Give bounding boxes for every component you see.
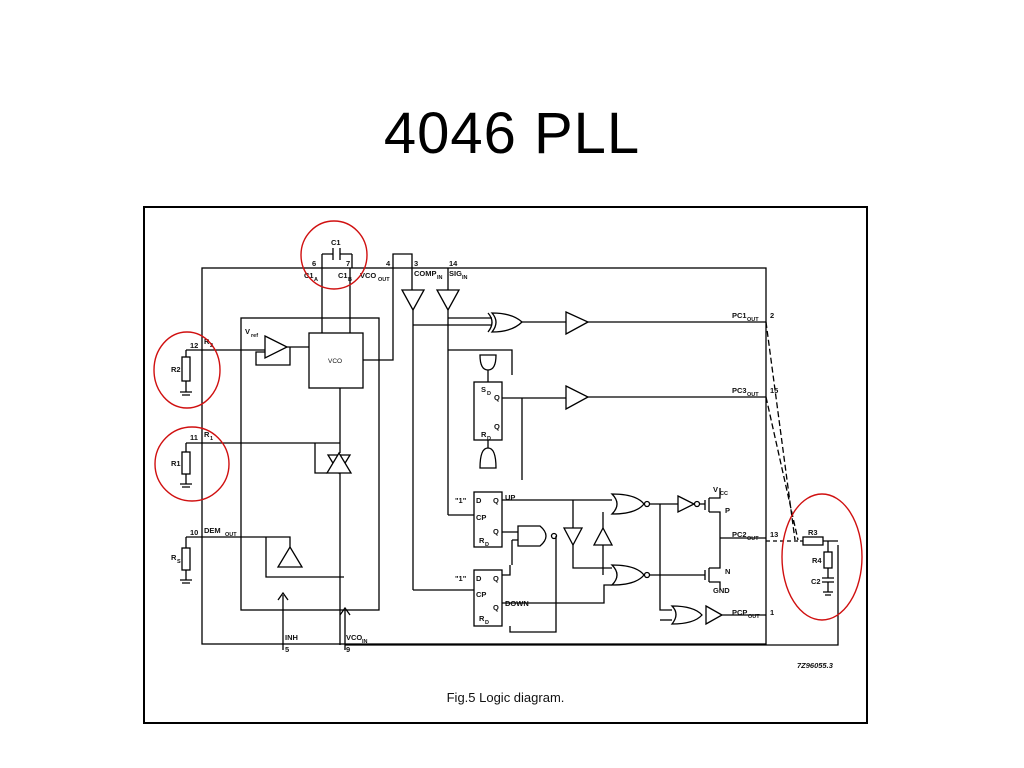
svg-text:SIG: SIG [449,269,462,278]
svg-text:1: 1 [770,608,774,617]
figure-ref: 7Z96055.3 [797,661,834,670]
svg-text:B: B [348,277,352,283]
svg-text:R: R [204,337,210,346]
svg-text:"1": "1" [455,496,467,505]
svg-text:C1: C1 [338,271,348,280]
svg-text:R: R [479,614,485,623]
svg-text:VCO: VCO [328,358,342,365]
svg-text:R: R [481,430,487,439]
package-outline [201,267,767,645]
svg-text:R: R [204,430,210,439]
svg-text:5: 5 [285,645,289,654]
svg-text:D: D [485,620,489,626]
svg-text:OUT: OUT [748,614,760,620]
vco-block: VCO [240,317,380,611]
svg-text:Q: Q [494,422,500,431]
svg-text:15: 15 [770,386,778,395]
svg-text:1: 1 [210,436,213,442]
bottom-pins: INH 5 VCO IN 9 [277,545,839,654]
svg-text:PC1: PC1 [732,311,747,320]
svg-text:OUT: OUT [747,536,759,542]
svg-text:V: V [713,485,718,494]
r2-input: 12 R 2 R2 V ref [171,327,309,396]
r1-input: 11 R 1 R1 [171,388,353,645]
svg-text:OUT: OUT [378,277,390,283]
svg-text:GND: GND [713,586,730,595]
svg-text:P: P [725,506,730,515]
pc3-flipflop: S D Q Q R D PC3 OUT 15 [448,349,778,480]
svg-text:D: D [476,496,482,505]
svg-text:OUT: OUT [225,532,237,538]
svg-text:S: S [177,559,181,565]
svg-text:D: D [487,391,491,397]
svg-text:DEM: DEM [204,526,221,535]
svg-text:N: N [725,567,730,576]
svg-text:11: 11 [190,433,198,442]
svg-text:IN: IN [462,275,468,281]
top-pins: 4 VCO OUT 3 COMP IN 14 SIG IN [360,253,492,590]
svg-text:CP: CP [476,590,486,599]
svg-text:2: 2 [770,311,774,320]
svg-text:Q: Q [493,603,499,612]
svg-text:9: 9 [346,645,350,654]
highlight-circles [153,220,863,621]
svg-text:UP: UP [505,493,515,502]
svg-text:6: 6 [312,259,316,268]
svg-text:S: S [481,385,486,394]
loop-filter: R3 R4 C2 [765,321,838,596]
svg-text:2: 2 [210,343,213,349]
svg-text:13: 13 [770,530,778,539]
svg-text:Q: Q [493,527,499,536]
svg-text:D: D [485,542,489,548]
svg-text:14: 14 [449,259,458,268]
c1-capacitor: C1 6 7 C1 A C1 B [304,238,353,333]
svg-text:V: V [245,327,250,336]
svg-text:CP: CP [476,513,486,522]
svg-text:3: 3 [414,259,418,268]
svg-text:R1: R1 [171,459,181,468]
slide-title: 4046 PLL [383,101,641,166]
svg-text:R4: R4 [812,556,822,565]
svg-text:CC: CC [720,491,728,497]
svg-text:IN: IN [437,275,443,281]
pc2-down-flipflop: "1" D Q CP Q R D DOWN [413,525,612,633]
svg-text:4: 4 [386,259,391,268]
svg-text:R: R [479,536,485,545]
svg-text:10: 10 [190,528,198,537]
svg-text:D: D [487,436,491,442]
svg-text:R: R [171,553,177,562]
figure-frame [143,206,868,724]
svg-text:PC3: PC3 [732,386,747,395]
svg-text:Q: Q [494,393,500,402]
svg-text:R2: R2 [171,365,181,374]
pcp-output: PCP OUT 1 [660,604,774,626]
svg-text:IN: IN [362,639,368,645]
svg-text:VCO: VCO [360,271,376,280]
svg-text:C1: C1 [331,238,341,247]
svg-text:ref: ref [251,333,258,339]
svg-text:D: D [476,574,482,583]
figure-caption: Fig.5 Logic diagram. [446,690,565,705]
svg-text:OUT: OUT [747,317,759,323]
svg-text:INH: INH [285,633,298,642]
svg-text:"1": "1" [455,574,467,583]
dem-out: 10 DEM OUT R S [171,526,344,584]
svg-text:C1: C1 [304,271,314,280]
svg-text:Q: Q [493,574,499,583]
svg-text:OUT: OUT [747,392,759,398]
svg-text:Q: Q [493,496,499,505]
svg-text:A: A [314,277,318,283]
svg-text:7: 7 [346,259,350,268]
pc1-xor: PC1 OUT 2 [487,310,774,336]
svg-text:PC2: PC2 [732,530,747,539]
charge-pump: V CC P N GND PC2 OUT 13 [562,485,778,611]
pc2-up-flipflop: "1" D Q CP Q R D UP [448,491,612,548]
svg-text:VCO: VCO [346,633,362,642]
svg-text:R3: R3 [808,528,818,537]
svg-text:PCP: PCP [732,608,747,617]
svg-text:COMP: COMP [414,269,437,278]
svg-text:12: 12 [190,341,198,350]
svg-text:C2: C2 [811,577,821,586]
